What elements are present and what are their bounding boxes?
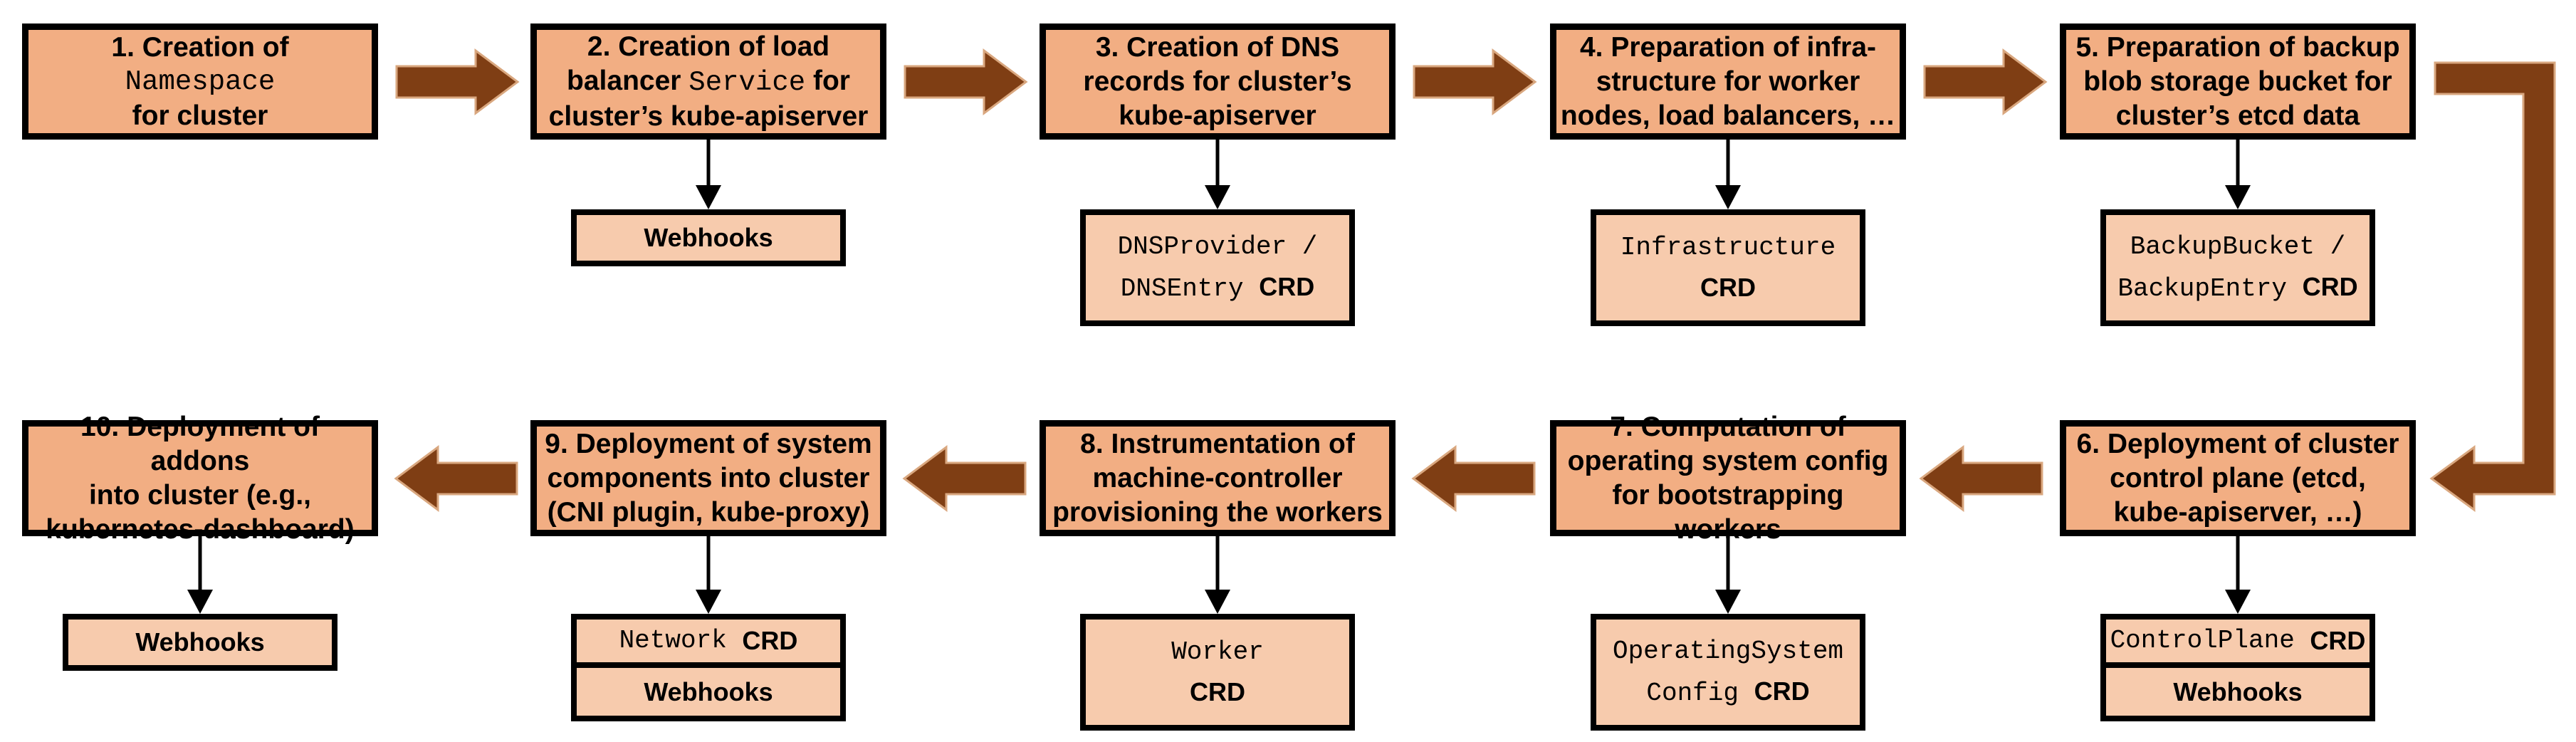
- step-2-text-2: balancer Service for: [567, 64, 850, 100]
- step-3-text-2: records for cluster’s: [1083, 66, 1352, 97]
- step-6-webhooks-label: Webhooks: [2173, 676, 2303, 706]
- flow-arrow-step5-step6-elbow-icon: [2429, 61, 2556, 512]
- flow-arrow-step6-step7-icon: [1919, 445, 2043, 512]
- step-10-text-3: kubernetes-dashboard): [46, 513, 355, 545]
- step-7-crd-box: OperatingSystem Config CRD: [1591, 614, 1865, 731]
- worker-code: Worker: [1171, 637, 1264, 667]
- step-8-text: 8. Instrumentation of: [1080, 428, 1355, 459]
- backup-crd-label: CRD: [2302, 271, 2358, 301]
- step-9-box: 9. Deployment of system components into …: [530, 420, 886, 536]
- step-3-crd-box: DNSProvider / DNSEntry CRD: [1080, 209, 1355, 326]
- step-2-service-code: Service: [688, 66, 806, 98]
- step-8-crd-box: Worker CRD: [1080, 614, 1355, 731]
- step-1-text: 1. Creation of: [111, 31, 289, 63]
- dns-crd-label: CRD: [1259, 271, 1315, 301]
- connector-step8-crd: [1205, 536, 1230, 614]
- connector-step2-webhooks: [696, 140, 721, 209]
- flow-arrow-step4-step5-icon: [1923, 48, 2048, 115]
- step-7-text-3: for bootstrapping workers: [1612, 479, 1844, 545]
- step-9-text-2: components into cluster: [547, 462, 870, 493]
- step-10-text-2: into cluster (e.g.,: [88, 479, 312, 511]
- network-crd-label: CRD: [742, 626, 798, 655]
- backupentry-line: BackupEntry CRD: [2117, 267, 2357, 309]
- controlplane-code: ControlPlane: [2110, 626, 2295, 655]
- step-7-text-2: operating system config: [1567, 445, 1889, 476]
- flow-arrow-step7-step8-icon: [1411, 445, 1536, 512]
- osconfig-line: Config CRD: [1646, 672, 1809, 714]
- controlplane-crd-label: CRD: [2310, 626, 2366, 655]
- connector-step9-crd: [696, 536, 721, 614]
- step-6-text: 6. Deployment of cluster: [2076, 428, 2399, 459]
- dnsentry-code: DNSEntry: [1120, 273, 1244, 303]
- step-2-text-2c: for: [812, 65, 850, 96]
- step-7-box: 7. Computation of operating system confi…: [1550, 412, 1906, 545]
- step-6-box: 6. Deployment of cluster control plane (…: [2060, 420, 2416, 536]
- step-2-box: 2. Creation of load balancer Service for…: [530, 23, 886, 140]
- step-5-box: 5. Preparation of backup blob storage bu…: [2060, 23, 2416, 140]
- step-3-text-3: kube-apiserver: [1119, 100, 1316, 131]
- step-10-text: 10. Deployment of addons: [80, 411, 320, 476]
- backupbucket-code: BackupBucket /: [2130, 231, 2346, 261]
- operatingsystem-code: OperatingSystem: [1612, 636, 1844, 666]
- step-2-webhooks-box: Webhooks: [571, 209, 846, 266]
- step-5-text-3: cluster’s etcd data: [2115, 100, 2360, 131]
- connector-step10-webhooks: [187, 536, 213, 614]
- step-10-webhooks-label: Webhooks: [135, 627, 265, 657]
- step-4-box: 4. Preparation of infra- structure for w…: [1550, 23, 1906, 140]
- step-7-text: 7. Computation of: [1610, 411, 1846, 442]
- dnsentry-line: DNSEntry CRD: [1121, 267, 1314, 309]
- step-4-text-2: structure for worker: [1596, 66, 1860, 97]
- infrastructure-crd-label: CRD: [1700, 273, 1756, 302]
- connector-step7-crd: [1715, 536, 1741, 614]
- connector-step3-crd: [1205, 140, 1230, 209]
- dnsprovider-code: DNSProvider /: [1117, 231, 1318, 261]
- step-2-text: 2. Creation of load: [587, 31, 830, 62]
- infrastructure-code: Infrastructure: [1620, 233, 1836, 262]
- step-5-text: 5. Preparation of backup: [2075, 31, 2400, 63]
- step-3-box: 3. Creation of DNS records for cluster’s…: [1040, 23, 1396, 140]
- flow-arrow-step3-step4-icon: [1413, 48, 1537, 115]
- controlplane-crd-row: ControlPlane CRD: [2106, 620, 2370, 668]
- step-9-webhooks-row: Webhooks: [577, 668, 840, 716]
- connector-step4-crd: [1715, 140, 1741, 209]
- step-1-text-2: for cluster: [132, 100, 268, 131]
- config-code: Config: [1646, 678, 1739, 708]
- step-10-webhooks-box: Webhooks: [63, 614, 337, 671]
- step-9-text: 9. Deployment of system: [545, 428, 872, 459]
- step-6-webhooks-row: Webhooks: [2106, 668, 2370, 716]
- step-8-box: 8. Instrumentation of machine-controller…: [1040, 420, 1396, 536]
- backupentry-code: BackupEntry: [2117, 273, 2288, 303]
- step-9-webhooks-label: Webhooks: [644, 676, 773, 706]
- worker-crd-label: CRD: [1190, 677, 1245, 706]
- connector-step5-crd: [2225, 140, 2251, 209]
- step-3-text: 3. Creation of DNS: [1095, 31, 1340, 63]
- step-4-text-3: nodes, load balancers, …: [1560, 100, 1896, 131]
- os-crd-label: CRD: [1754, 676, 1810, 706]
- step-1-namespace-code: Namespace: [125, 66, 276, 98]
- network-crd-row: Network CRD: [577, 620, 840, 668]
- connector-step6-crd: [2225, 536, 2251, 614]
- step-9-crd-webhooks-box: Network CRD Webhooks: [571, 614, 846, 721]
- step-8-text-2: machine-controller: [1092, 462, 1343, 493]
- step-9-text-3: (CNI plugin, kube-proxy): [547, 496, 870, 528]
- step-2-text-2a: balancer: [567, 65, 681, 96]
- step-10-box: 10. Deployment of addons into cluster (e…: [22, 412, 378, 545]
- network-code: Network: [619, 626, 727, 655]
- step-5-crd-box: BackupBucket / BackupEntry CRD: [2100, 209, 2375, 326]
- step-4-text: 4. Preparation of infra-: [1579, 31, 1877, 63]
- step-2-webhooks-label: Webhooks: [644, 223, 773, 252]
- step-1-box: 1. Creation of Namespace for cluster: [22, 23, 378, 140]
- step-5-text-2: blob storage bucket for: [2083, 66, 2392, 97]
- step-8-text-3: provisioning the workers: [1052, 496, 1383, 528]
- flow-arrow-step9-step10-icon: [394, 445, 518, 512]
- flow-arrow-step8-step9-icon: [902, 445, 1027, 512]
- flow-arrow-step1-step2-icon: [395, 48, 520, 115]
- step-2-text-3: cluster’s kube-apiserver: [548, 100, 869, 132]
- step-6-crd-webhooks-box: ControlPlane CRD Webhooks: [2100, 614, 2375, 721]
- step-6-text-3: kube-apiserver, …): [2113, 496, 2362, 528]
- step-4-crd-box: Infrastructure CRD: [1591, 209, 1865, 326]
- step-6-text-2: control plane (etcd,: [2110, 462, 2366, 493]
- flow-arrow-step2-step3-icon: [904, 48, 1028, 115]
